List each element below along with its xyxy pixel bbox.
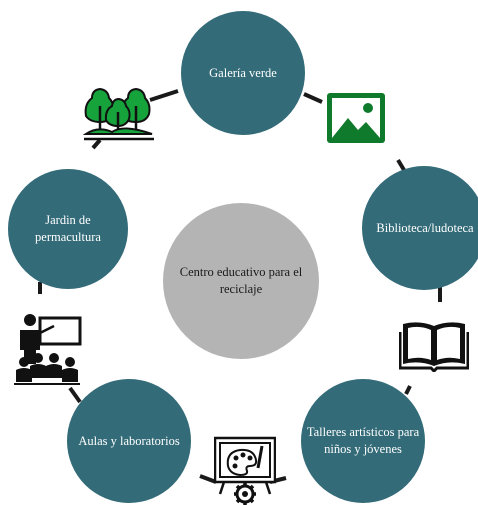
- painting-palette-gear-icon: [214, 436, 276, 505]
- connector-segment: [199, 474, 217, 484]
- node-label: Talleres artísticos para niños y jóvenes: [306, 425, 420, 456]
- connector-segment: [404, 385, 412, 395]
- connector-segment: [91, 138, 102, 150]
- center-node-label: Centro educativo para el reciclaje: [179, 265, 303, 296]
- center-node: Centro educativo para el reciclaje: [163, 203, 319, 359]
- classroom-teacher-icon: [14, 314, 82, 385]
- open-book-icon: [399, 322, 469, 372]
- node-label: Biblioteca/ludoteca: [376, 220, 474, 235]
- trees-icon: [82, 87, 154, 141]
- node-label: Jardin de permacultura: [35, 213, 101, 244]
- node-label: Aulas y laboratorios: [78, 433, 180, 448]
- connector-segment: [149, 89, 179, 102]
- connector-segment: [303, 92, 323, 104]
- node-biblioteca-ludoteca: Biblioteca/ludoteca: [362, 166, 478, 290]
- node-galeria-verde: Galería verde: [181, 11, 305, 135]
- node-talleres-artisticos: Talleres artísticos para niños y jóvenes: [301, 379, 425, 503]
- connector-segment: [68, 386, 82, 404]
- picture-icon: [327, 93, 385, 143]
- node-label: Galería verde: [209, 65, 277, 80]
- node-jardin-permacultura: Jardin de permacultura: [8, 169, 128, 289]
- node-aulas-laboratorios: Aulas y laboratorios: [67, 379, 191, 503]
